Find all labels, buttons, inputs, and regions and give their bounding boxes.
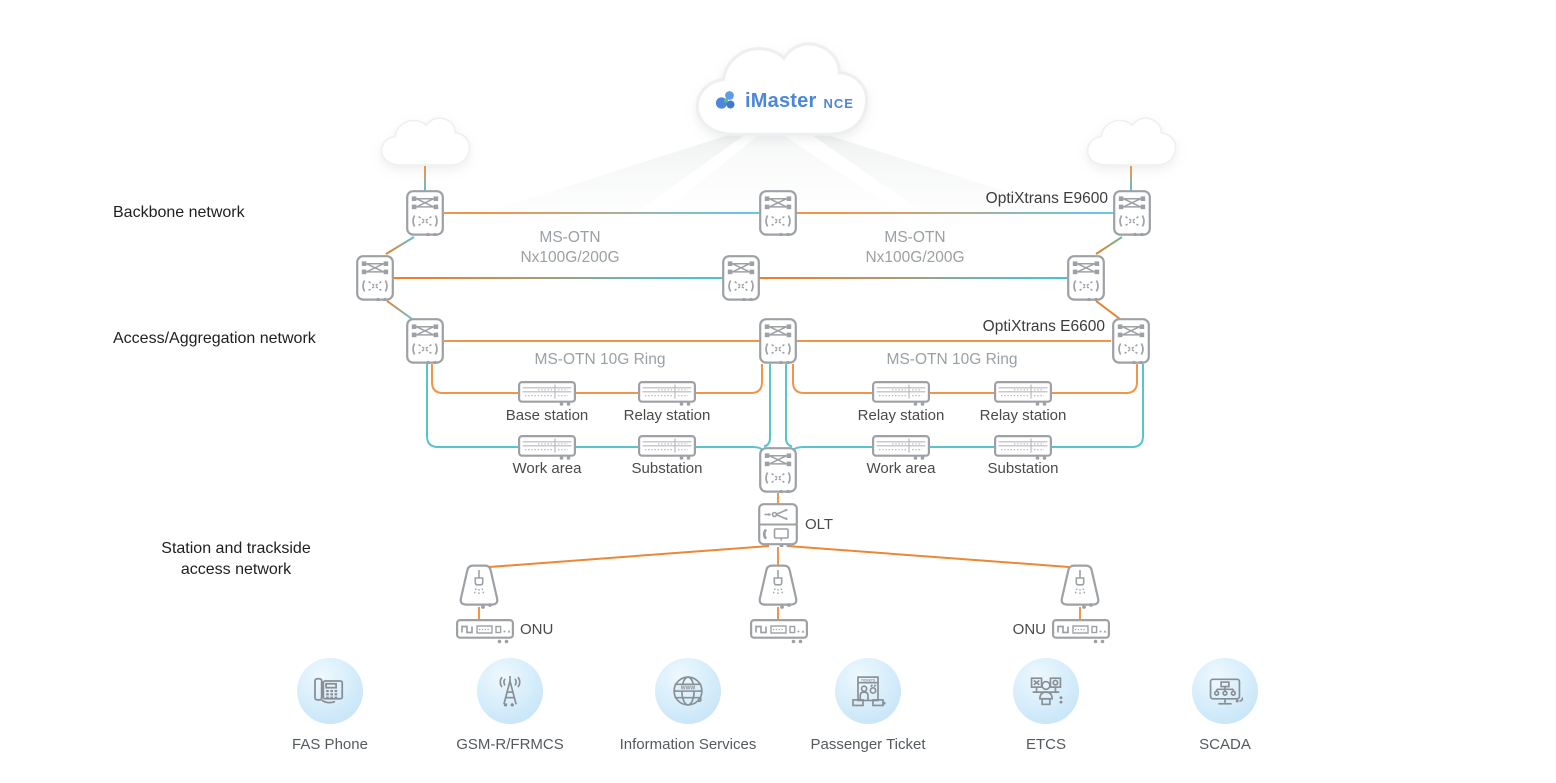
backbone-otn-device-4: [356, 255, 394, 301]
base-station-box: [518, 381, 576, 406]
access-otn-device-right: [1112, 318, 1150, 364]
work-area-label-2: Work area: [866, 460, 936, 477]
ring-orange-right: [792, 364, 1138, 394]
station-section-label-line2: access network: [180, 561, 292, 578]
link-backbone-diag-right: [1095, 236, 1123, 255]
station-section-label: Station and trackside access network: [161, 538, 310, 580]
link-label-line1: MS-OTN: [539, 229, 601, 246]
service-passenger-ticket: TICKETS Passenger Ticket: [793, 658, 943, 753]
link-row2-access-diag-left: [386, 300, 413, 320]
access-product-label: OptiXtrans E6600: [982, 318, 1105, 335]
link-label-line2: Nx100G/200G: [865, 249, 965, 266]
station-otn-device: [759, 447, 797, 493]
backbone-section-label: Backbone network: [113, 204, 245, 221]
ring-teal-right: [792, 364, 1144, 457]
gsm-r-antenna-icon: [499, 676, 521, 707]
substation-label-1: Substation: [631, 460, 703, 477]
onu-label-right: ONU: [1012, 621, 1046, 638]
onu-device-center: [750, 619, 808, 644]
service-label: Information Services: [619, 736, 757, 753]
ring-teal-left: [426, 364, 764, 457]
relay-station-label-3: Relay station: [979, 407, 1067, 424]
service-information: WWW Information Services: [613, 658, 763, 753]
onu-label-left: ONU: [520, 621, 554, 638]
service-circle: [297, 658, 363, 724]
ring-orange-left: [431, 364, 763, 394]
access-otn-device-center: [759, 318, 797, 364]
service-label: FAS Phone: [292, 736, 368, 753]
service-gsm-r: GSM-R/FRMCS: [435, 658, 585, 753]
olt-device: [758, 503, 798, 547]
ring-teal-center-right: [785, 364, 793, 448]
imaster-nce-brand: iMaster NCE: [714, 88, 854, 114]
substation-box-2: [994, 435, 1052, 460]
brand-imaster: iMaster: [745, 89, 817, 112]
work-area-box-2: [872, 435, 930, 460]
nms-light-rays: [430, 126, 1128, 230]
work-area-label-1: Work area: [512, 460, 582, 477]
scada-monitor-icon: [1209, 678, 1244, 705]
service-label: GSM-R/FRMCS: [456, 736, 564, 753]
backbone-otn-device-2: [759, 190, 797, 236]
ticket-kiosk-icon: TICKETS: [852, 676, 886, 707]
www-globe-icon: WWW: [673, 676, 703, 706]
access-otn-device-left: [406, 318, 444, 364]
relay-station-label-1: Relay station: [623, 407, 711, 424]
service-circle: TICKETS: [835, 658, 901, 724]
relay-station-box-3: [994, 381, 1052, 406]
www-badge: WWW: [681, 685, 696, 691]
tickets-badge: TICKETS: [861, 678, 876, 682]
link-label-line1: MS-OTN: [884, 229, 946, 246]
fas-phone-icon: [314, 677, 344, 704]
service-circle: WWW: [655, 658, 721, 724]
station-section-label-line1: Station and trackside: [161, 540, 311, 557]
splitter-right: [1060, 564, 1100, 609]
ring-teal-center-left: [763, 364, 771, 448]
backbone-product-label: OptiXtrans E9600: [985, 190, 1108, 207]
service-etcs: ETCS: [971, 658, 1121, 753]
connection-lines: [385, 166, 1144, 620]
base-station-label: Base station: [505, 407, 589, 424]
ring-label-left: MS-OTN 10G Ring: [534, 351, 666, 368]
relay-station-box-1: [638, 381, 696, 406]
work-area-box-1: [518, 435, 576, 460]
ring-label-right: MS-OTN 10G Ring: [886, 351, 1018, 368]
backbone-otn-device-5: [722, 255, 760, 301]
splitter-left: [459, 564, 499, 609]
olt-label: OLT: [805, 516, 834, 533]
relay-station-box-2: [872, 381, 930, 406]
service-circle: [477, 658, 543, 724]
access-section-label: Access/Aggregation network: [113, 330, 316, 347]
service-circle: [1192, 658, 1258, 724]
substation-label-2: Substation: [987, 460, 1059, 477]
service-fas-phone: FAS Phone: [255, 658, 405, 753]
service-label: ETCS: [1025, 736, 1066, 753]
backbone-otn-device-3: [1113, 190, 1151, 236]
etcs-operators-icon: [1030, 677, 1063, 706]
substation-box-1: [638, 435, 696, 460]
relay-station-label-2: Relay station: [857, 407, 945, 424]
splitter-center: [758, 564, 798, 609]
service-scada: SCADA: [1150, 658, 1300, 753]
backbone-link-label-right: MS-OTN Nx100G/200G: [865, 228, 964, 268]
link-olt-splitter-left: [488, 545, 770, 568]
backbone-otn-device-6: [1067, 255, 1105, 301]
service-label: Passenger Ticket: [810, 736, 926, 753]
link-olt-splitter-right: [786, 545, 1070, 568]
onu-device-right: [1052, 619, 1110, 644]
imaster-nce-logo: [715, 91, 735, 109]
backbone-otn-device-1: [406, 190, 444, 236]
service-label: SCADA: [1199, 736, 1251, 753]
onu-device-left: [456, 619, 514, 644]
external-cloud-right: [1086, 117, 1177, 166]
service-circle: [1013, 658, 1079, 724]
backbone-link-label-left: MS-OTN Nx100G/200G: [520, 228, 619, 268]
external-cloud-left: [380, 117, 471, 166]
link-label-line2: Nx100G/200G: [520, 249, 620, 266]
link-row2-access-diag-right: [1095, 300, 1121, 320]
link-backbone-diag-left: [385, 236, 415, 255]
brand-nce: NCE: [823, 95, 854, 111]
